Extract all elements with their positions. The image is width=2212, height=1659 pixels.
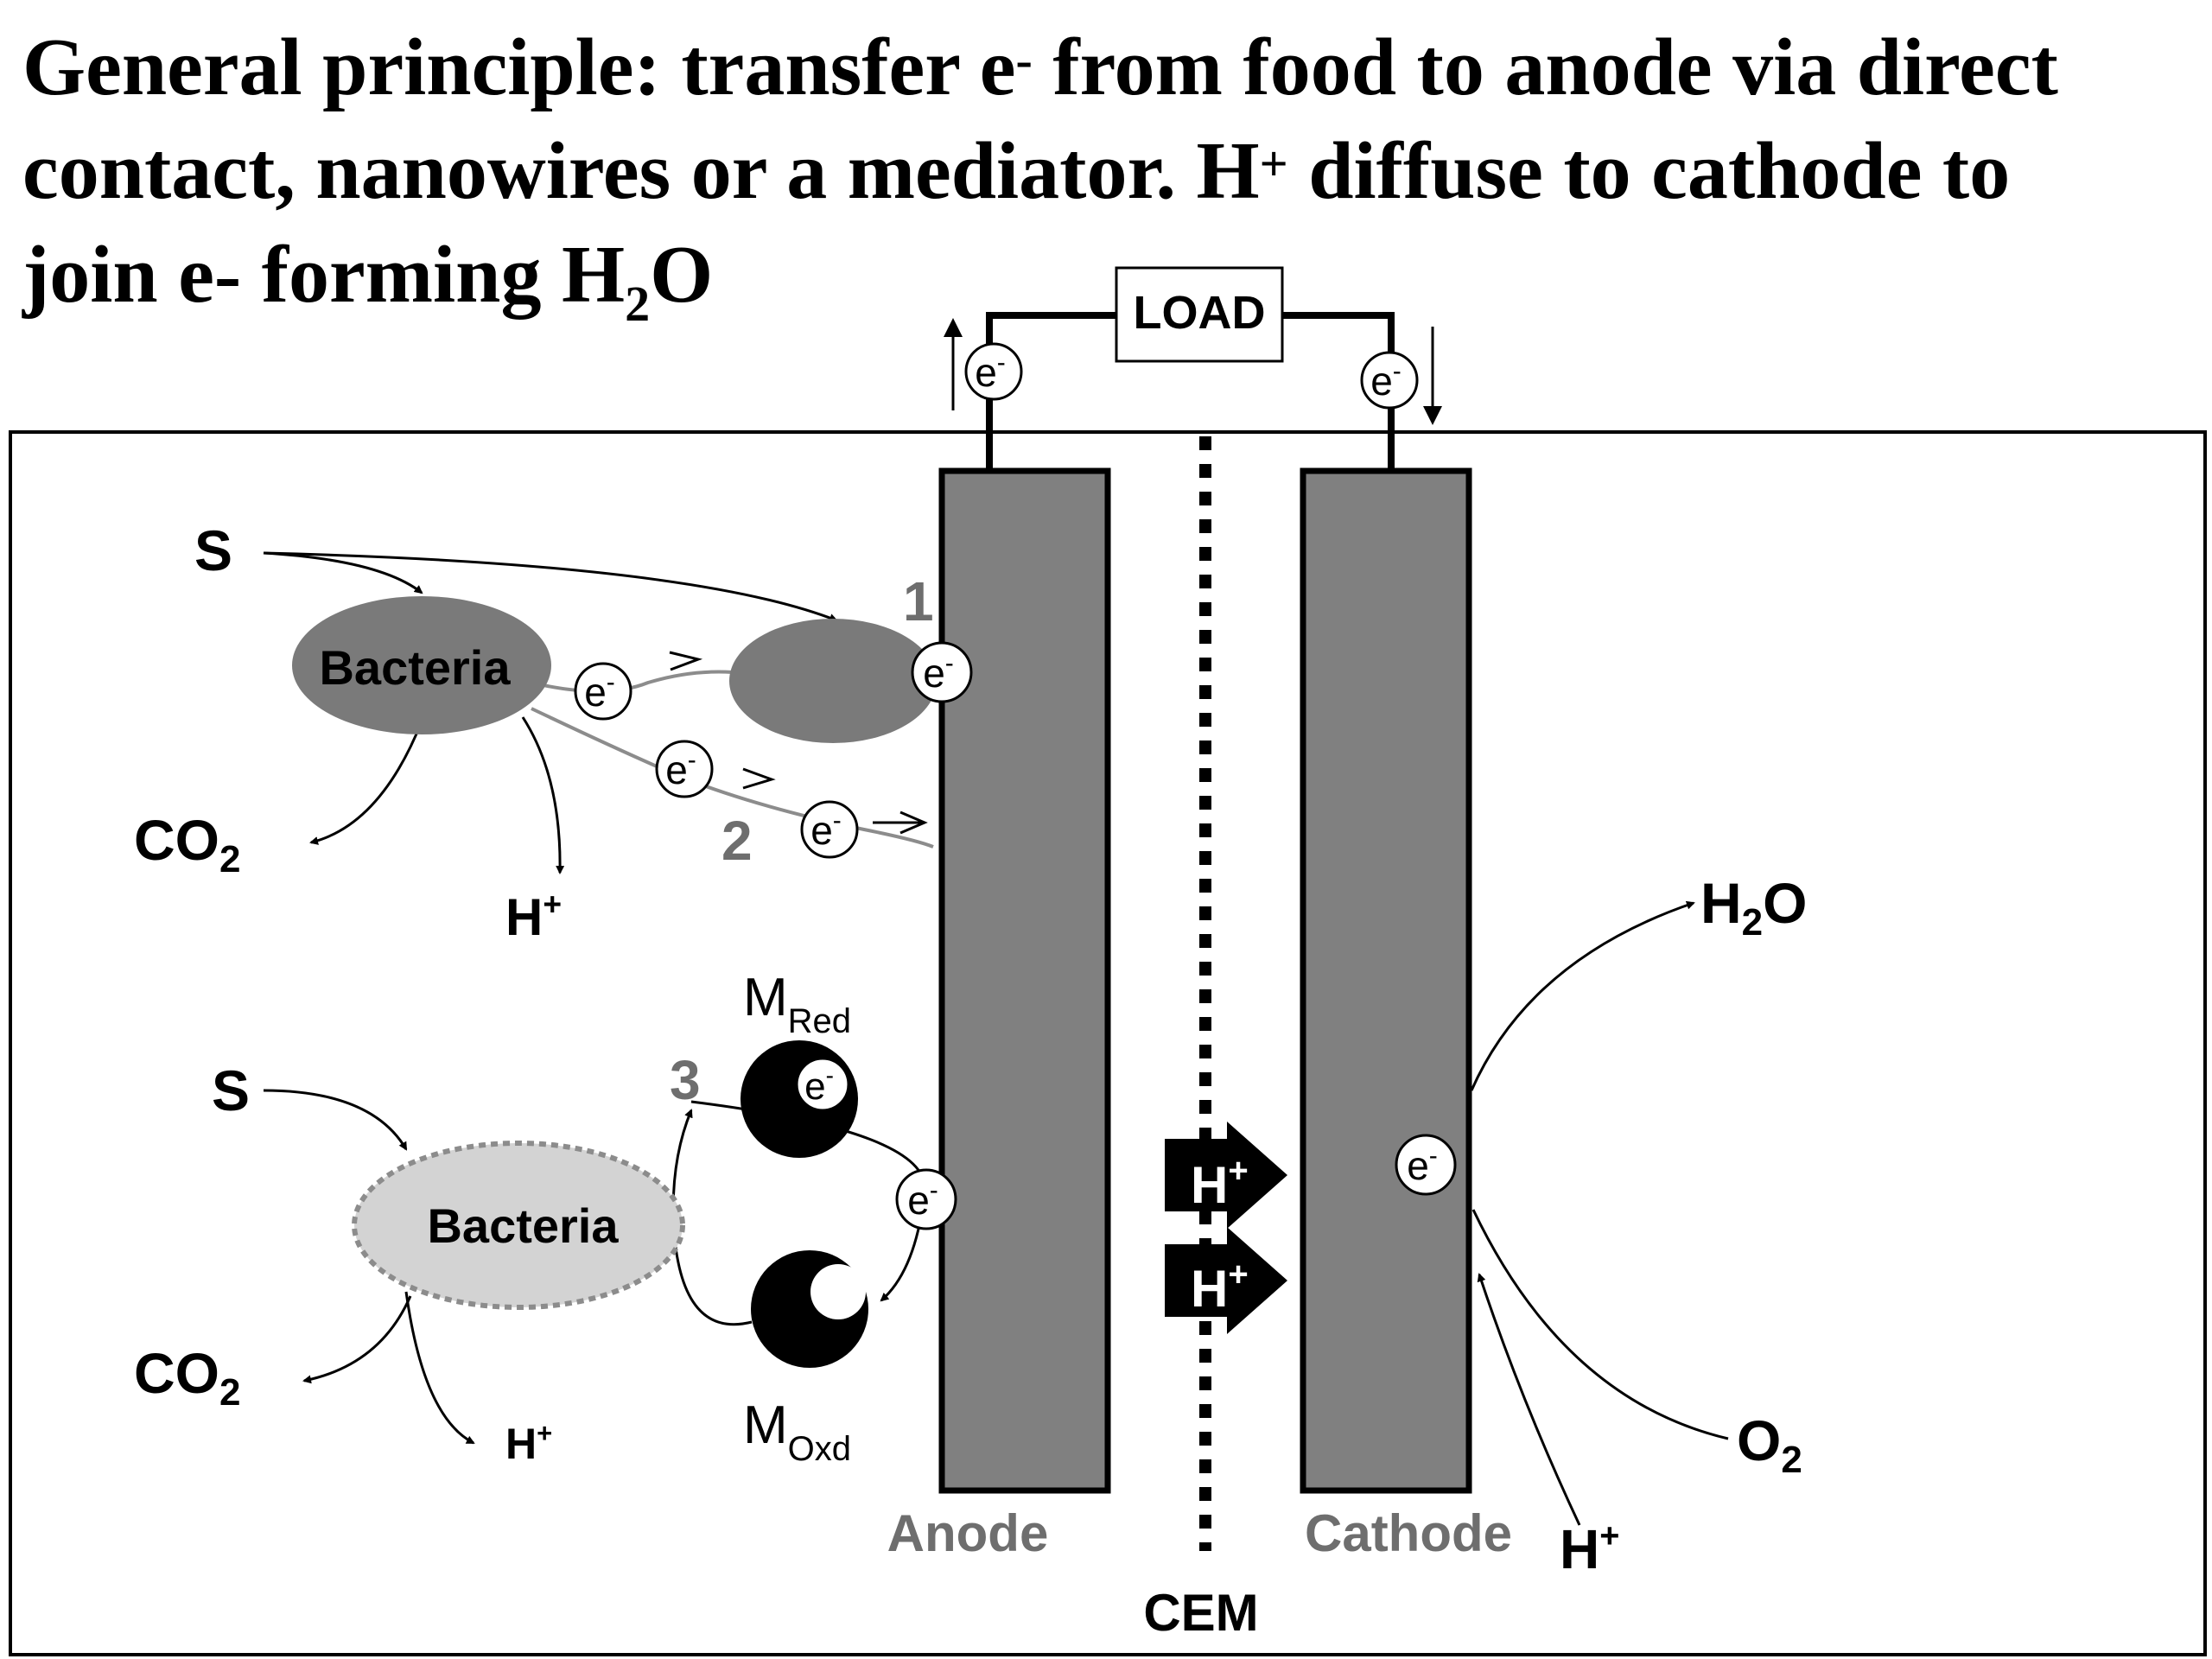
co2-label-lower: CO2 [134, 1341, 240, 1414]
proton-arrow-1 [1165, 1122, 1287, 1229]
cathode-wire [1282, 312, 1395, 474]
substrate-label-lower: S [212, 1058, 250, 1122]
upper-pathway [263, 551, 937, 874]
title-line-3: join e- forming H2O [22, 230, 714, 332]
electron-nanowire-2a: e- [655, 740, 714, 798]
oxygen-label: O2 [1737, 1408, 1802, 1481]
electron-cathode-wire: e- [1360, 351, 1419, 410]
mediator-oxidized-label: MOxd [743, 1395, 851, 1468]
load-box [1115, 266, 1284, 363]
label-layer: SSBacteriaBacteriaCO2CO2H+H+H+H+H+H2OO21… [134, 518, 1808, 1642]
membrane-label: CEM [1143, 1584, 1258, 1642]
mediator-reduced-label: MRed [743, 968, 851, 1040]
proton-arrow-2 [1165, 1227, 1287, 1334]
proton-label-lower: H+ [505, 1418, 552, 1468]
electron-label: e- [804, 1062, 834, 1108]
title-line-2: contact, nanowires or a mediator. H+ dif… [22, 126, 2011, 216]
reactor-chamber [9, 430, 2207, 1656]
water-label: H2O [1700, 871, 1808, 944]
nanowire-2 [531, 707, 934, 849]
proton-arrow-label-1: H+ [1191, 1152, 1249, 1214]
electron-label: e- [923, 649, 954, 696]
electron-label: e- [584, 668, 615, 715]
electron-nanowire-2b: e- [800, 800, 859, 859]
electron-direct-contact: e- [911, 641, 973, 703]
proton-label-upper: H+ [505, 886, 562, 946]
nanowire-1 [531, 670, 734, 693]
co2-label-upper: CO2 [134, 808, 240, 880]
electron-mediator-reduced: e- [804, 1062, 834, 1108]
electron-label: e- [665, 746, 696, 792]
small-arrow-3-head [899, 810, 928, 835]
bacteria-upper [292, 596, 551, 734]
electron-layer: e-e-e-e-e-e-e-e-e- [574, 342, 1457, 1230]
small-arrow-1 [669, 651, 703, 671]
bacteria-on-anode [729, 619, 937, 743]
proton-arrow-label-2: H+ [1191, 1255, 1249, 1318]
external-circuit: LOAD [944, 266, 1442, 474]
electron-label: e- [810, 806, 842, 853]
electron-cathode: e- [1395, 1134, 1457, 1196]
load-label: LOAD [1134, 287, 1266, 339]
cathode-reaction [1470, 900, 1729, 1526]
electron-label: e- [1407, 1141, 1438, 1188]
bacteria-label-lower: Bacteria [427, 1198, 619, 1253]
electron-anode-wire: e- [964, 342, 1023, 401]
anode-electrode [938, 467, 1111, 1494]
mediator-cycle-return [671, 1109, 753, 1326]
mechanism-number-3: 3 [670, 1049, 701, 1111]
lower-pathway [263, 1040, 926, 1445]
bacteria-label-upper: Bacteria [319, 640, 511, 695]
mechanism-number-2: 2 [721, 810, 753, 872]
proton-label-cathode: H+ [1560, 1517, 1619, 1580]
electron-label: e- [1370, 357, 1402, 404]
small-arrow-2 [742, 767, 776, 790]
substrate-label-upper: S [194, 518, 232, 582]
bacteria-lower [352, 1141, 685, 1310]
electron-label: e- [907, 1176, 938, 1223]
electron-mediator: e- [895, 1168, 957, 1230]
proton-transfer-arrows [1165, 1122, 1287, 1334]
cathode-electrode [1300, 467, 1472, 1494]
anode-wire [986, 312, 1116, 474]
anode-label: Anode [887, 1504, 1049, 1562]
mechanism-number-1: 1 [903, 570, 934, 632]
page-title: General principle: transfer e- from food… [22, 16, 2191, 337]
cathode-label: Cathode [1305, 1504, 1512, 1562]
electron-nanowire-1: e- [574, 662, 632, 721]
electron-label: e- [975, 348, 1006, 395]
title-line-1: General principle: transfer e- from food… [22, 22, 2058, 112]
